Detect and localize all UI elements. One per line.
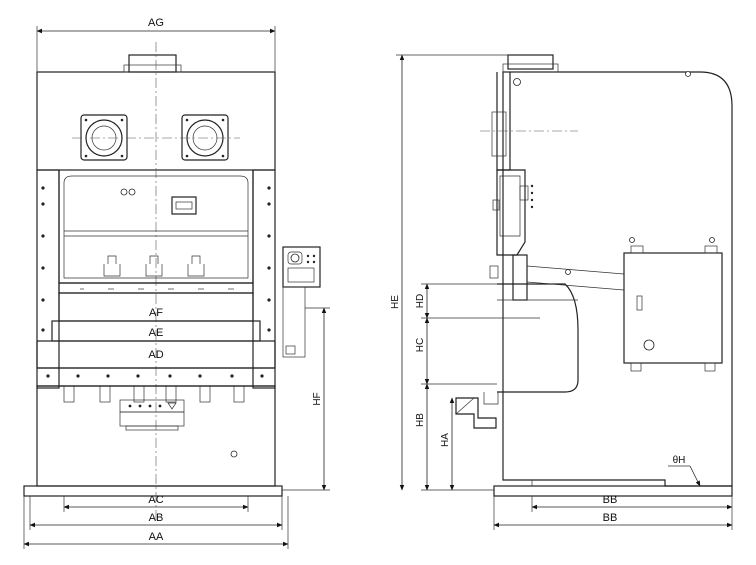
right-balancer <box>181 114 229 161</box>
side-hole <box>685 71 691 77</box>
side-control-foot-2 <box>704 362 716 372</box>
side-lower-bracket <box>483 392 499 405</box>
dim-ag-label: AG <box>148 17 164 29</box>
arm-top <box>526 265 625 275</box>
knockout-brackets <box>103 255 205 277</box>
angle-leader-arrow <box>689 465 701 487</box>
dim-bb2-label: BB <box>603 512 618 524</box>
side-top-flange-base <box>502 63 559 73</box>
bed-feet <box>63 385 245 403</box>
front-dimensions: AG AF AE AD AC AB AA HF <box>23 17 330 549</box>
side-balancer <box>491 111 507 157</box>
side-hole <box>709 237 715 243</box>
top-flange <box>128 54 177 73</box>
side-bolster-block <box>512 254 528 301</box>
side-bed <box>497 283 579 393</box>
side-control-box <box>623 252 723 364</box>
dim-hd-label: HD <box>415 294 426 308</box>
side-control-foot <box>630 362 642 372</box>
dim-hc-label: HC <box>415 338 426 352</box>
base-plate <box>23 485 283 497</box>
dim-ac-label: AC <box>148 494 163 506</box>
side-slide-inner <box>499 175 521 237</box>
bed-bolts <box>46 374 264 378</box>
dim-ae-label: AE <box>149 327 164 339</box>
dim-ha-label: HA <box>440 433 451 447</box>
side-hole <box>629 237 635 243</box>
arm-pivot <box>565 269 571 275</box>
side-bolster-clamp <box>489 265 499 279</box>
side-control-box-top-2 <box>704 245 718 254</box>
dim-bb1-label: BB <box>603 494 618 506</box>
slide-indicator-box <box>171 196 197 215</box>
base-hole <box>230 450 238 458</box>
angle-label: θH <box>673 455 686 466</box>
side-control-lamp <box>643 339 655 351</box>
arm-bottom <box>526 281 625 291</box>
dim-he-label: HE <box>390 295 401 309</box>
slide-hole <box>128 188 136 196</box>
side-dimensions: HE HD HC HB HA BB BB θH <box>390 54 733 530</box>
dim-ab-label: AB <box>149 512 164 524</box>
dim-hf-label: HF <box>312 392 323 405</box>
dim-ad-label: AD <box>148 349 163 361</box>
slide-hole <box>120 188 128 196</box>
slide-indicator-window <box>175 201 193 210</box>
side-cushion <box>455 397 497 429</box>
die-cushion <box>119 399 185 431</box>
side-slide-dots <box>530 184 534 209</box>
side-control-handle <box>636 295 643 311</box>
side-slide <box>496 169 526 256</box>
upright-bolts <box>41 186 271 332</box>
side-slide-knob <box>492 199 500 211</box>
side-view <box>455 54 733 497</box>
side-control-box-top <box>630 245 644 254</box>
right-upright <box>252 169 276 389</box>
side-top-flange <box>507 54 554 70</box>
side-frame-outline <box>502 71 733 487</box>
front-view <box>23 42 321 520</box>
top-flange-base <box>123 64 182 73</box>
dim-aa-label: AA <box>149 531 164 543</box>
side-base-plate <box>493 485 733 497</box>
left-upright <box>36 169 60 389</box>
side-hole <box>513 78 521 86</box>
left-balancer <box>80 114 128 161</box>
slide-guide <box>63 175 249 279</box>
control-panel <box>282 246 321 358</box>
side-slide-indicator <box>519 185 529 201</box>
dim-hb-label: HB <box>415 413 426 427</box>
dim-af-label: AF <box>149 307 163 319</box>
